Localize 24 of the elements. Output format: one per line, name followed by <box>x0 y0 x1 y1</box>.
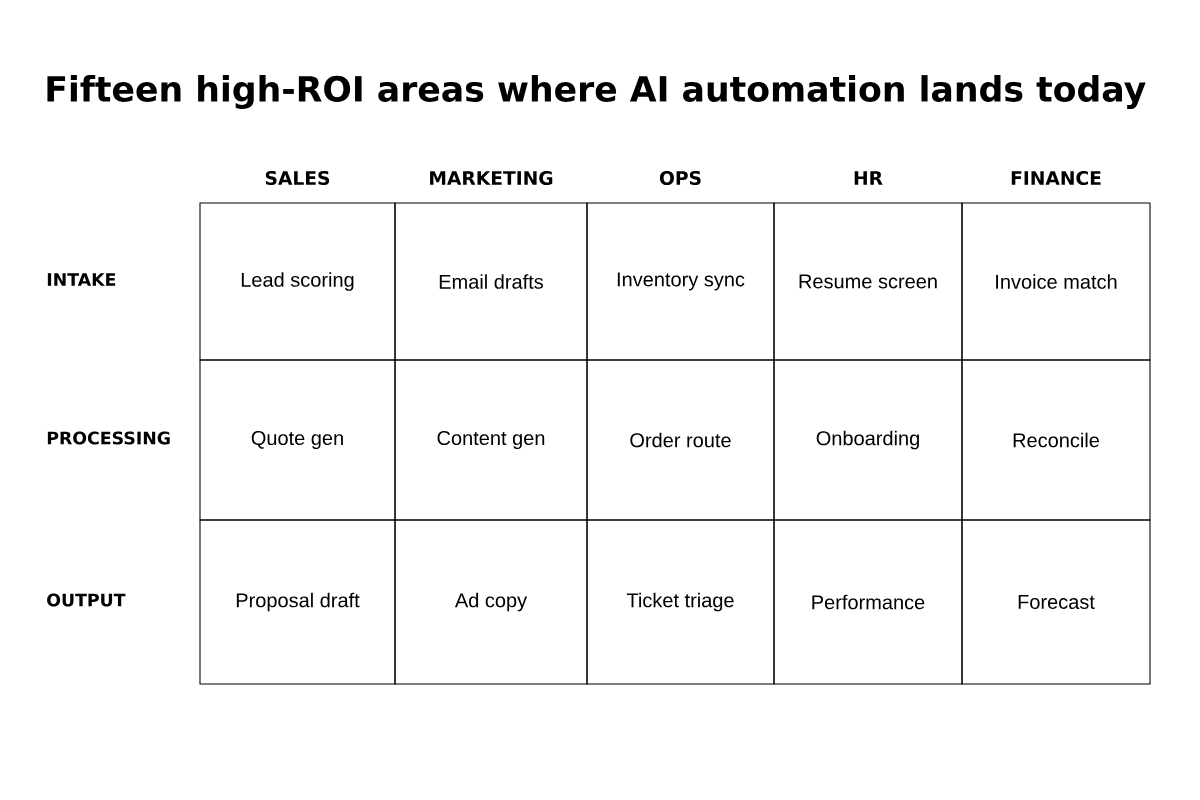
table-cell: Reconcile <box>961 359 1151 521</box>
table-cell: Forecast <box>961 519 1151 685</box>
table-cell: Ad copy <box>394 519 588 685</box>
table-cell: Order route <box>586 359 775 521</box>
column-header: OPS <box>659 170 701 186</box>
table-cell: Inventory sync <box>586 202 775 361</box>
table-cell: Ticket triage <box>586 519 775 685</box>
table-cell: Resume screen <box>773 202 963 361</box>
table-cell: Lead scoring <box>199 202 396 361</box>
title: Fifteen high-ROI areas where AI automation lands today <box>47 75 1146 109</box>
column-header: HR <box>854 171 883 185</box>
column-header: FINANCE <box>1011 170 1101 186</box>
table-cell: Content gen <box>394 359 588 521</box>
row-header: INTAKE <box>47 273 116 286</box>
table-cell: Invoice match <box>961 202 1151 361</box>
column-header: SALES <box>265 170 330 186</box>
table-cell: Proposal draft <box>199 519 396 685</box>
table-cell: Quote gen <box>199 359 396 521</box>
row-header: PROCESSING <box>47 431 170 445</box>
table-cell: Email drafts <box>394 202 588 361</box>
column-header: MARKETING <box>430 170 553 186</box>
row-header: OUTPUT <box>47 593 126 607</box>
table-cell: Onboarding <box>773 359 963 521</box>
table-cell: Performance <box>773 519 963 685</box>
